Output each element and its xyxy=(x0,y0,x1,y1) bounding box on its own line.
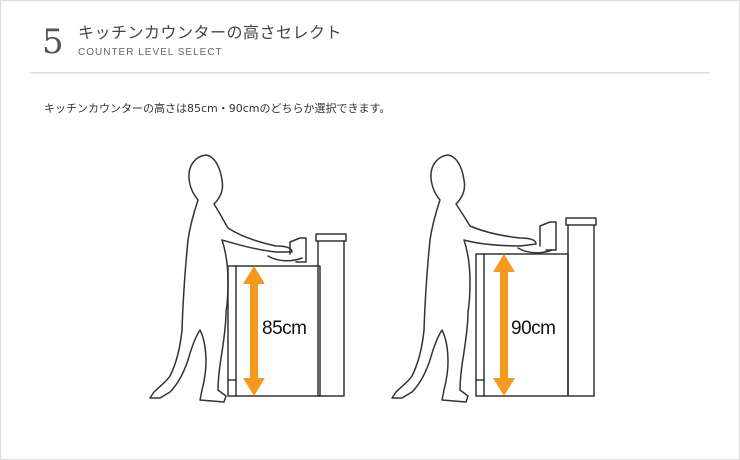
backsplash-top xyxy=(315,233,347,242)
backsplash-panel xyxy=(567,223,595,397)
height-label-85: 85cm xyxy=(262,318,307,339)
backsplash-top xyxy=(565,217,597,226)
faucet-icon xyxy=(539,221,557,251)
description-text: キッチンカウンターの高さは85cm・90cmのどちらか選択できます。 xyxy=(44,102,391,115)
faucet-icon xyxy=(289,237,307,263)
woman-figure-icon xyxy=(149,154,293,403)
section-subtitle: COUNTER LEVEL SELECT xyxy=(78,47,223,58)
height-arrow-90 xyxy=(493,254,515,396)
section-number: 5 xyxy=(42,22,64,62)
height-arrow-85 xyxy=(243,266,265,396)
height-label-90: 90cm xyxy=(511,318,556,339)
counter-cabinet xyxy=(227,265,321,397)
woman-figure-icon xyxy=(391,154,537,403)
section-title: キッチンカウンターの高さセレクト xyxy=(78,23,343,42)
header-divider xyxy=(30,72,710,74)
